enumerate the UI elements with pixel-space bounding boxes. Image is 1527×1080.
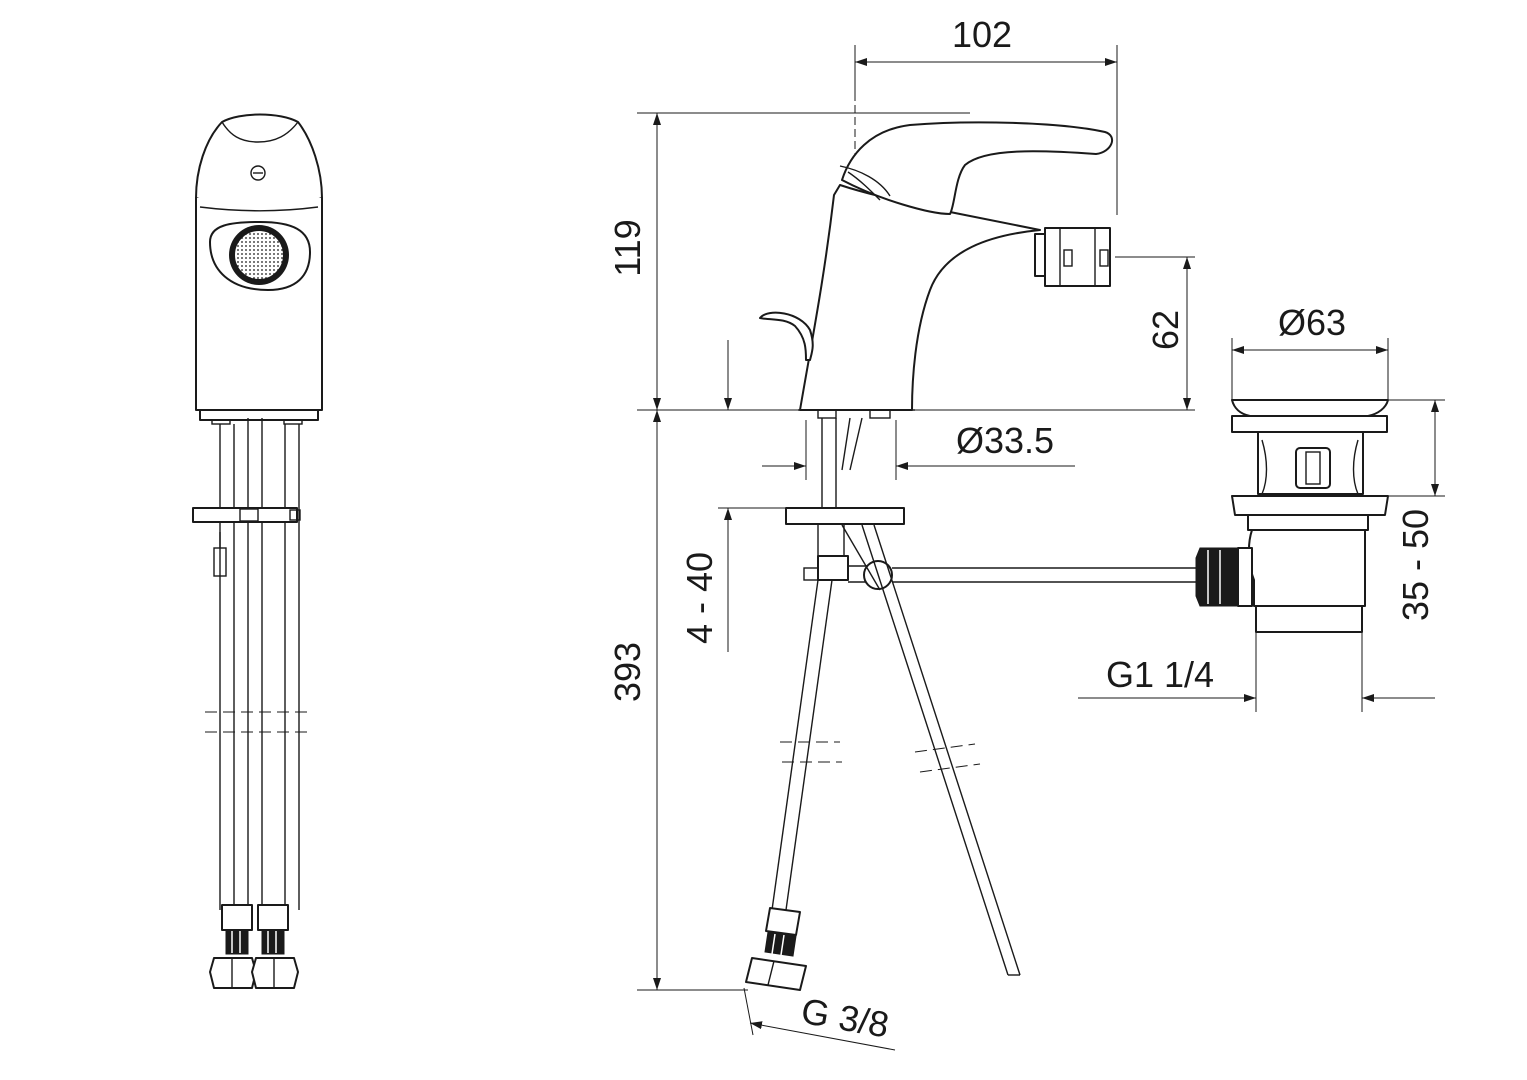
overflow-nut	[1195, 547, 1239, 607]
front-lever-cap	[195, 113, 323, 205]
front-mounting-plate	[192, 507, 298, 523]
side-view	[745, 45, 1200, 991]
dim-diameter-63: Ø63	[1278, 302, 1346, 343]
screw-icon	[250, 165, 266, 181]
faucet-body	[799, 184, 1041, 411]
dimension-lines	[637, 45, 1445, 1051]
dim-119: 119	[607, 219, 648, 276]
drain-flange	[1231, 399, 1389, 417]
front-hose-fittings	[209, 904, 299, 989]
dim-102: 102	[952, 14, 1012, 55]
drain-assembly	[1195, 399, 1389, 633]
side-hose-fitting	[745, 907, 807, 991]
front-view	[192, 113, 323, 989]
side-flex-hoses	[771, 524, 1021, 976]
jet-outlet	[1034, 227, 1111, 287]
drain-slot-icon	[1295, 447, 1331, 489]
side-mounting-plate	[785, 507, 905, 525]
dim-g3-8: G 3/8	[798, 990, 892, 1046]
popup-lift-rod	[759, 311, 814, 361]
dim-62: 62	[1145, 310, 1186, 350]
front-hoses	[219, 418, 300, 910]
dim-393: 393	[607, 642, 648, 702]
lever-handle	[841, 121, 1114, 215]
dim-diameter-33-5: Ø33.5	[956, 420, 1054, 461]
dim-g1-1-4: G1 1/4	[1106, 654, 1214, 695]
dim-35-50: 35 - 50	[1395, 509, 1436, 621]
dim-4-40: 4 - 40	[679, 552, 720, 644]
